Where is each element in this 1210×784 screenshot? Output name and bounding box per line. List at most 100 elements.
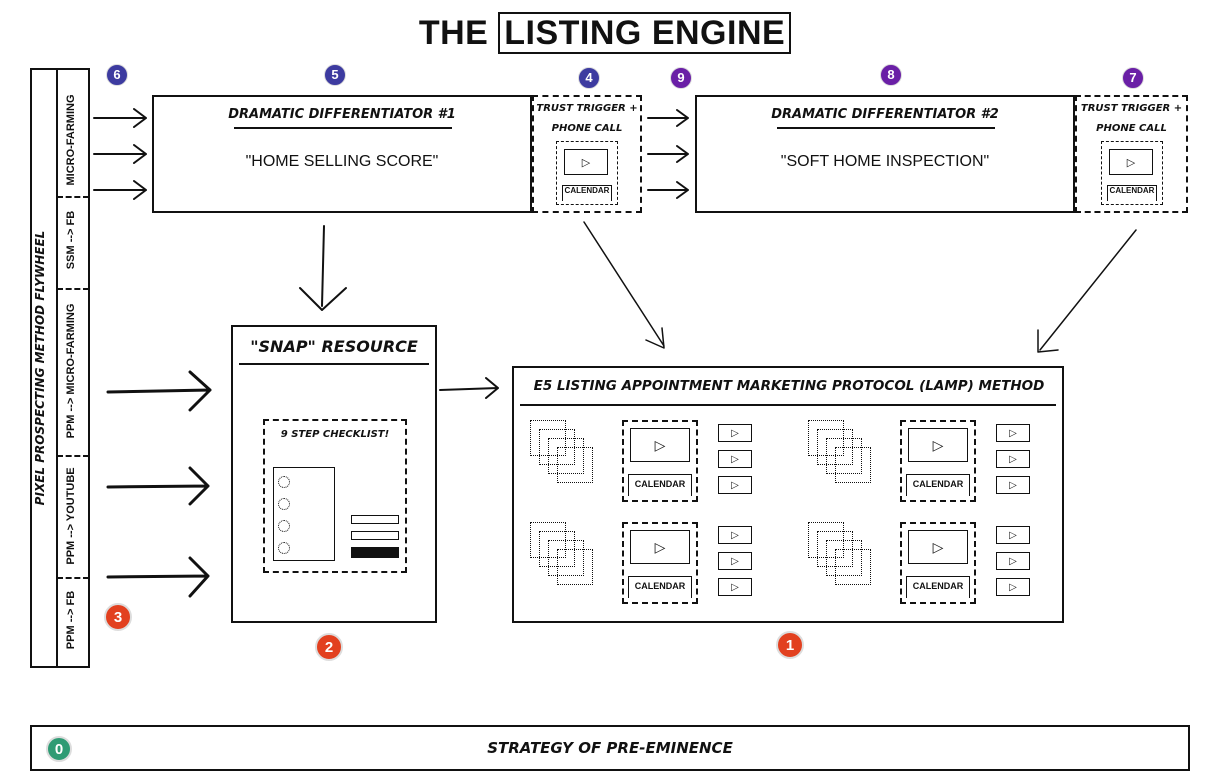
- badge-0: 0: [46, 736, 72, 762]
- play-icon[interactable]: ▷: [718, 526, 752, 544]
- lamp-underline: [520, 404, 1056, 406]
- badge-3: 3: [104, 603, 132, 631]
- arrow-icon: [106, 370, 212, 412]
- arrow-icon: [106, 466, 210, 506]
- dd2-name: "SOFT HOME INSPECTION": [780, 153, 990, 170]
- strategy-bar: 0 STRATEGY OF PRE-EMINENCE: [30, 725, 1190, 771]
- trust-trigger-2: TRUST TRIGGER + PHONE CALL ▷ CALENDAR: [1075, 95, 1188, 213]
- arrow-icon: [647, 145, 689, 163]
- arrow-icon: [647, 109, 689, 127]
- calendar-icon[interactable]: CALENDAR: [628, 576, 692, 598]
- ad-card: [835, 549, 871, 585]
- calendar-label: CALENDAR: [634, 581, 686, 591]
- video-frame: [622, 522, 698, 604]
- segment-divider: [57, 288, 89, 290]
- snap-resource: "SNAP" RESOURCE 9 STEP CHECKLIST!: [231, 325, 437, 623]
- ad-card: [557, 447, 593, 483]
- segment-divider: [57, 196, 89, 198]
- video-frame: [900, 522, 976, 604]
- strategy-label: STRATEGY OF PRE-EMINENCE: [487, 739, 733, 757]
- form-submit: [351, 547, 399, 558]
- arrow-icon: [647, 181, 689, 199]
- title-part2: LISTING ENGINE: [498, 12, 792, 54]
- play-icon[interactable]: ▷: [718, 450, 752, 468]
- lamp-heading: E5 LISTING APPOINTMENT MARKETING PROTOCO…: [533, 378, 1045, 394]
- segment-divider: [57, 577, 89, 579]
- snap-underline: [239, 363, 429, 365]
- calendar-label: CALENDAR: [564, 186, 610, 195]
- badge-2: 2: [315, 633, 343, 661]
- play-icon[interactable]: ▷: [996, 578, 1030, 596]
- arrow-icon: [106, 556, 210, 598]
- video-frame: [900, 420, 976, 502]
- play-icon[interactable]: ▷: [564, 149, 608, 175]
- arrow-icon: [93, 144, 147, 164]
- dd2-heading: DRAMATIC DIFFERENTIATOR #2: [771, 107, 999, 122]
- arrow-icon: [1037, 229, 1137, 353]
- snap-heading: "SNAP" RESOURCE: [250, 337, 418, 356]
- calendar-icon[interactable]: CALENDAR: [628, 474, 692, 496]
- play-icon[interactable]: ▷: [718, 552, 752, 570]
- calendar-label: CALENDAR: [1109, 186, 1155, 195]
- arrow-icon: [439, 377, 499, 399]
- badge-7: 7: [1122, 67, 1144, 89]
- checklist-title: 9 STEP CHECKLIST!: [280, 429, 390, 440]
- play-icon[interactable]: ▷: [908, 428, 968, 462]
- lamp-unit: ▷ CALENDAR ▷ ▷ ▷: [530, 420, 790, 510]
- form-field: [351, 515, 399, 524]
- arrow-icon: [93, 180, 147, 200]
- play-icon[interactable]: ▷: [908, 530, 968, 564]
- flywheel-column: [30, 68, 90, 668]
- checklist-bullet: [278, 542, 290, 554]
- page-title: THE LISTING ENGINE: [0, 12, 1210, 54]
- dd1-heading: DRAMATIC DIFFERENTIATOR #1: [228, 107, 456, 122]
- play-icon[interactable]: ▷: [996, 424, 1030, 442]
- play-icon[interactable]: ▷: [996, 476, 1030, 494]
- arrow-icon: [299, 225, 347, 311]
- calendar-icon[interactable]: CALENDAR: [1107, 185, 1157, 201]
- trust-trigger-2-line1: TRUST TRIGGER +: [1080, 103, 1183, 114]
- dd1-box: DRAMATIC DIFFERENTIATOR #1 "HOME SELLING…: [152, 95, 532, 213]
- trust-trigger-1-frame: [556, 141, 618, 205]
- ad-card: [826, 540, 862, 576]
- video-frame: [622, 420, 698, 502]
- play-icon[interactable]: ▷: [630, 428, 690, 462]
- dd2-box: DRAMATIC DIFFERENTIATOR #2 "SOFT HOME IN…: [695, 95, 1075, 213]
- trust-trigger-1: TRUST TRIGGER + PHONE CALL ▷ CALENDAR: [532, 95, 642, 213]
- play-icon[interactable]: ▷: [1109, 149, 1153, 175]
- calendar-icon[interactable]: CALENDAR: [906, 474, 970, 496]
- play-icon[interactable]: ▷: [718, 424, 752, 442]
- calendar-icon[interactable]: CALENDAR: [562, 185, 612, 201]
- checklist-bullet: [278, 520, 290, 532]
- lamp-unit: ▷ CALENDAR ▷ ▷ ▷: [530, 522, 790, 612]
- ad-card: [548, 540, 584, 576]
- lamp-unit: ▷ CALENDAR ▷ ▷ ▷: [808, 522, 1068, 612]
- play-icon[interactable]: ▷: [718, 476, 752, 494]
- play-icon[interactable]: ▷: [996, 526, 1030, 544]
- arrow-icon: [93, 108, 147, 128]
- play-icon[interactable]: ▷: [996, 450, 1030, 468]
- play-icon[interactable]: ▷: [718, 578, 752, 596]
- ad-card: [835, 447, 871, 483]
- trust-trigger-1-line1: TRUST TRIGGER +: [536, 103, 638, 114]
- badge-1: 1: [776, 631, 804, 659]
- checklist-page: [273, 467, 335, 561]
- form-field: [351, 531, 399, 540]
- badge-9: 9: [670, 67, 692, 89]
- lamp-unit: ▷ CALENDAR ▷ ▷ ▷: [808, 420, 1068, 510]
- calendar-icon[interactable]: CALENDAR: [906, 576, 970, 598]
- checklist-frame: 9 STEP CHECKLIST!: [263, 419, 407, 573]
- play-icon[interactable]: ▷: [630, 530, 690, 564]
- ad-card: [548, 438, 584, 474]
- dd1-underline: [234, 127, 452, 129]
- badge-8: 8: [880, 64, 902, 86]
- flywheel-divider: [56, 68, 58, 668]
- title-part1: THE: [418, 14, 489, 52]
- ad-card: [826, 438, 862, 474]
- trust-trigger-2-frame: [1101, 141, 1163, 205]
- play-icon[interactable]: ▷: [996, 552, 1030, 570]
- calendar-label: CALENDAR: [912, 479, 964, 489]
- badge-4: 4: [578, 67, 600, 89]
- badge-6: 6: [106, 64, 128, 86]
